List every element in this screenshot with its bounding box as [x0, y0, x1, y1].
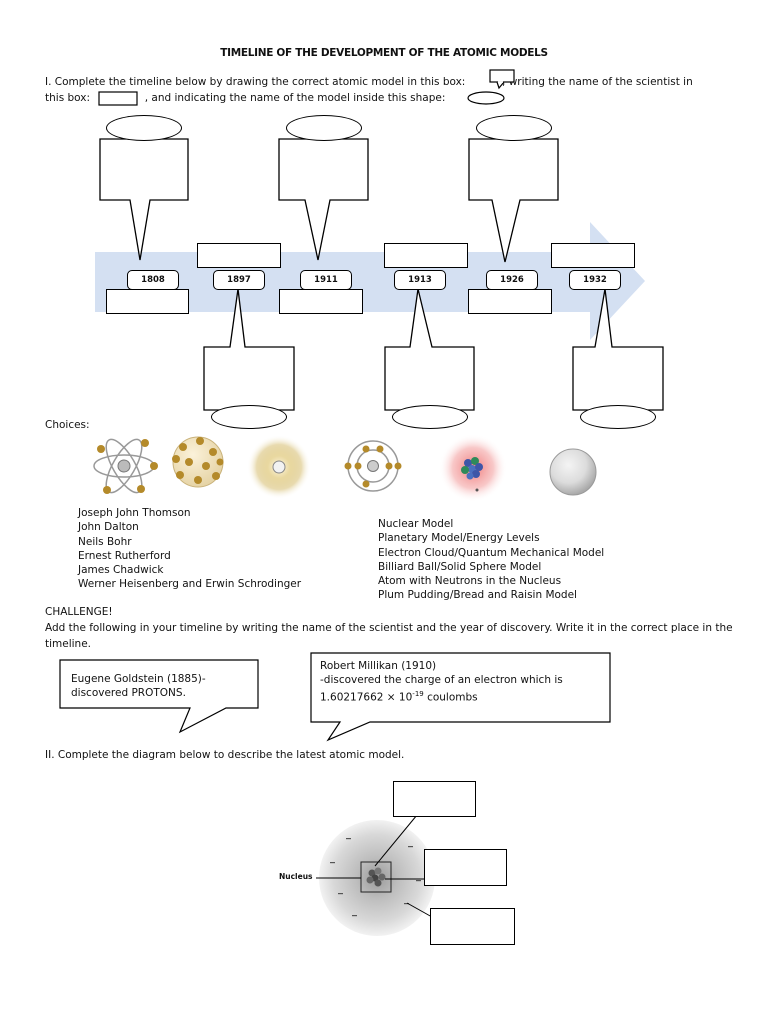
scientist-box-1932[interactable] [551, 243, 635, 268]
model-choice: Atom with Neutrons in the Nucleus [378, 575, 562, 588]
charge-base: 1.60217662 × 10 [320, 691, 413, 704]
model-name-ellipse-1[interactable] [106, 115, 182, 141]
model-choices: Nuclear Model Planetary Model/Energy Lev… [378, 517, 604, 603]
scientist-box-1926[interactable] [468, 289, 552, 314]
instruction-1-part3: this box: [45, 92, 91, 104]
millikan-line1: Robert Millikan (1910) [320, 660, 437, 672]
year-tab-1897: 1897 [213, 270, 265, 290]
instruction-1-part4: , and indicating the name of the model i… [144, 92, 446, 104]
callout-top-3 [468, 138, 559, 263]
scientist-box-1911[interactable] [279, 289, 363, 314]
model-choice: Planetary Model/Energy Levels [378, 532, 540, 545]
scientist-box-1808[interactable] [106, 289, 189, 314]
year-tab-1926: 1926 [486, 270, 538, 290]
millikan-line2: -discovered the charge of an electron wh… [320, 674, 563, 686]
charge-unit: coulombs [423, 691, 478, 704]
model-choice: Electron Cloud/Quantum Mechanical Model [378, 546, 605, 559]
model-name-ellipse-3[interactable] [286, 115, 362, 141]
challenge-text: Add the following in your timeline by wr… [45, 622, 733, 650]
diagram-label-box-2[interactable] [424, 849, 507, 886]
scientist-choice: Werner Heisenberg and Erwin Schrodinger [78, 578, 302, 591]
goldstein-line2: discovered PROTONS. [71, 687, 186, 699]
scientist-choice: James Chadwick [78, 564, 164, 577]
model-name-ellipse-6[interactable] [580, 405, 656, 429]
choices-label: Choices: [45, 419, 90, 431]
callout-top-2 [278, 138, 369, 261]
year-tab-1911: 1911 [300, 270, 352, 290]
ellipse-icon [467, 91, 505, 105]
page-title: TIMELINE OF THE DEVELOPMENT OF THE ATOMI… [220, 47, 548, 59]
challenge-heading: CHALLENGE! [45, 606, 113, 618]
callout-bottom-3 [572, 288, 664, 411]
scientist-box-1913[interactable] [384, 243, 468, 268]
model-choice: Plum Pudding/Bread and Raisin Model [378, 589, 577, 602]
instruction-1-part1: I. Complete the timeline below by drawin… [45, 76, 466, 88]
goldstein-text: Eugene Goldstein (1885)- discovered PROT… [71, 672, 206, 700]
year-tab-1932: 1932 [569, 270, 621, 290]
callout-bottom-1 [203, 288, 295, 411]
charge-exponent: -19 [412, 690, 424, 698]
scientist-choice: Ernest Rutherford [78, 549, 171, 562]
model-choice: Nuclear Model [378, 518, 454, 530]
callout-icon [489, 69, 515, 90]
year-tab-1808: 1808 [127, 270, 179, 290]
millikan-text: Robert Millikan (1910) -discovered the c… [320, 659, 563, 705]
instruction-1-part2: , writing the name of the scientist in [502, 76, 693, 88]
scientist-choice: Neils Bohr [78, 535, 132, 548]
callout-top-1 [99, 138, 189, 261]
model-name-ellipse-2[interactable] [211, 405, 287, 429]
box-icon [98, 91, 138, 106]
scientist-choice: Joseph John Thomson [78, 507, 191, 519]
part2-instruction: II. Complete the diagram below to descri… [45, 749, 405, 761]
callout-bottom-2 [384, 288, 475, 411]
instruction-1: I. Complete the timeline below by drawin… [45, 74, 745, 90]
scientist-choices: Joseph John Thomson John Dalton Neils Bo… [78, 506, 301, 592]
year-tab-1913: 1913 [394, 270, 446, 290]
model-name-ellipse-5[interactable] [476, 115, 552, 141]
goldstein-line1: Eugene Goldstein (1885)- [71, 673, 206, 685]
instruction-1-line2: this box: , and indicating the name of t… [45, 90, 745, 106]
model-choice: Billiard Ball/Solid Sphere Model [378, 560, 542, 573]
diagram-label-box-1[interactable] [393, 781, 476, 817]
model-name-ellipse-4[interactable] [392, 405, 468, 429]
scientist-box-1897[interactable] [197, 243, 281, 268]
scientist-choice: John Dalton [78, 521, 139, 534]
nucleus-label: Nucleus [279, 872, 313, 881]
diagram-label-box-3[interactable] [430, 908, 515, 945]
millikan-line3: 1.60217662 × 10-19 coulombs [320, 687, 563, 705]
